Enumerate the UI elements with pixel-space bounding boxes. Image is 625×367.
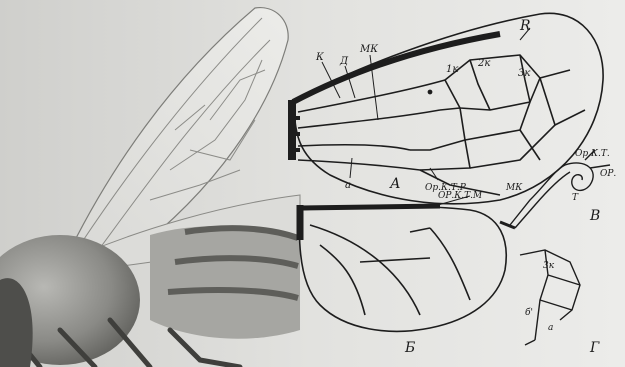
label-V: В bbox=[589, 208, 600, 224]
label-1k: 1к bbox=[446, 64, 458, 75]
label-or-ktm: ОР.К.Т.М bbox=[438, 191, 483, 201]
label-mk-small: МК bbox=[505, 183, 523, 193]
label-2k: 2к bbox=[477, 58, 490, 69]
label-a-small: а bbox=[548, 323, 553, 333]
hindwing-costa bbox=[300, 206, 440, 208]
label-K: К bbox=[315, 52, 324, 63]
label-T: Т bbox=[572, 193, 579, 203]
label-or-right: ОР. bbox=[600, 169, 616, 179]
label-A: А bbox=[389, 176, 401, 192]
label-R: R bbox=[519, 18, 531, 34]
label-MK: МК bbox=[359, 44, 378, 55]
label-or-kt-right: Ор.К.Т. bbox=[575, 149, 610, 159]
label-3k: 3к bbox=[518, 68, 530, 79]
label-B: Б bbox=[404, 340, 415, 356]
label-3k-small: 3к bbox=[543, 261, 555, 271]
label-b-prime: б' bbox=[525, 307, 533, 318]
abdomen bbox=[150, 226, 300, 339]
label-G: Г bbox=[589, 340, 600, 356]
label-D: Д bbox=[339, 56, 349, 67]
label-a: а bbox=[345, 180, 351, 191]
